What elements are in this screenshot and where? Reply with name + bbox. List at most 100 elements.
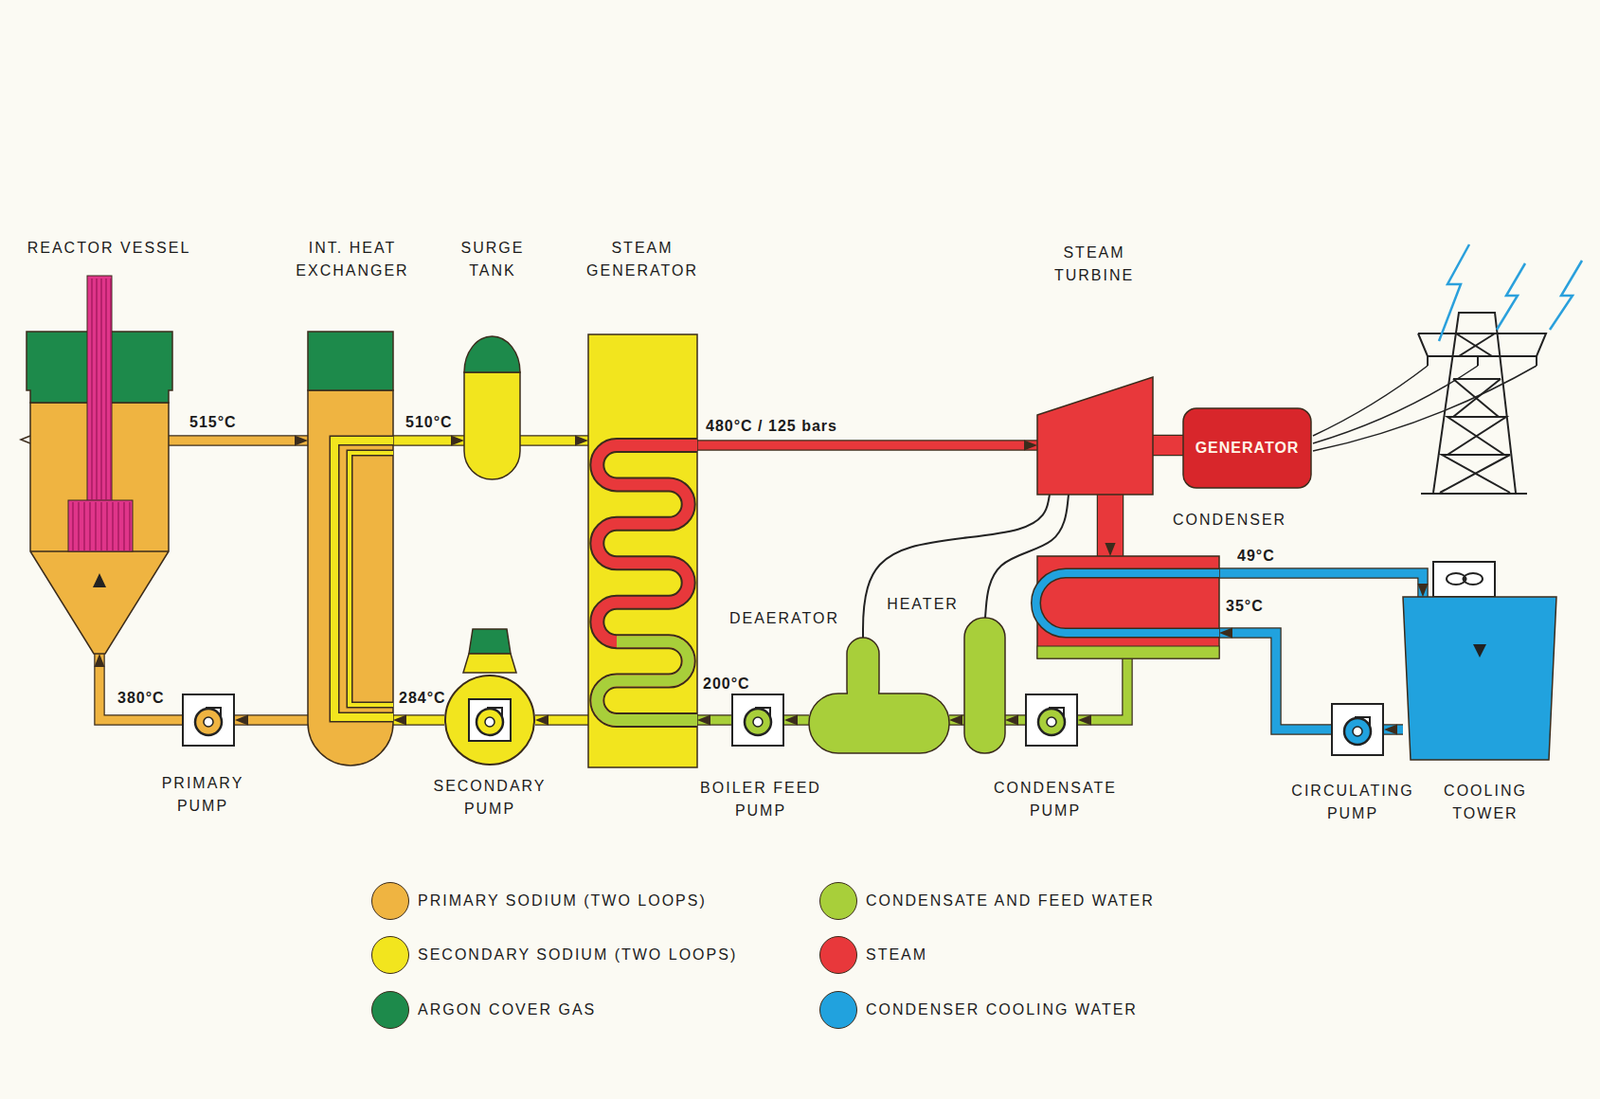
temperature-label: 515°C xyxy=(189,413,237,432)
pump-box xyxy=(1331,703,1384,756)
pipe-outline xyxy=(393,714,445,726)
pump-symbol: CONDENSATE PUMP xyxy=(1024,693,1079,747)
pump-casing xyxy=(1038,708,1065,736)
secondary-tube xyxy=(334,440,394,718)
pylon-legs xyxy=(1433,312,1516,493)
pump-eye xyxy=(1352,726,1363,737)
pump-symbol: CIRCULATING PUMP xyxy=(1330,702,1385,756)
heat-exchanger: INT. HEAT EXCHANGER xyxy=(307,331,394,766)
pipe xyxy=(1219,632,1331,730)
pylon-lattice xyxy=(1439,378,1511,493)
component-label: COOLING TOWER xyxy=(1432,779,1539,826)
pipe xyxy=(784,716,809,725)
control-rod xyxy=(87,275,112,504)
stripe xyxy=(123,502,125,551)
fan-hub xyxy=(1462,576,1468,582)
pipe xyxy=(393,716,445,725)
pipe-outline xyxy=(1152,434,1184,457)
sg-shell xyxy=(588,334,698,768)
pipe xyxy=(168,436,308,446)
pipe xyxy=(99,653,182,720)
cooling-fan xyxy=(1433,561,1495,597)
legend-swatch xyxy=(371,881,410,920)
pipe xyxy=(1384,725,1403,735)
ihx-shell xyxy=(307,390,394,766)
shape-outline xyxy=(1402,596,1557,760)
insulator xyxy=(1476,356,1479,366)
component-label: CONDENSATE PUMP xyxy=(981,776,1130,823)
component-label: CONDENSER xyxy=(1172,508,1287,532)
reactor-core xyxy=(68,500,133,552)
pipe-outline xyxy=(99,653,182,720)
pump-box xyxy=(468,699,511,741)
pipe-outline xyxy=(697,714,732,726)
pump-eye xyxy=(753,717,763,727)
pipe-outline xyxy=(784,714,809,726)
temperature-label: 49°C xyxy=(1237,546,1276,565)
dome-join xyxy=(847,689,879,698)
component-label: INT. HEAT EXCHANGER xyxy=(286,236,419,283)
legend-text: CONDENSATE AND FEED WATER xyxy=(865,891,1155,910)
argon-cover xyxy=(307,331,394,391)
shape-outline xyxy=(464,336,521,480)
stripe xyxy=(106,502,108,551)
power-line xyxy=(1312,365,1478,444)
shape-outline xyxy=(1330,702,1385,756)
pipe xyxy=(535,716,589,725)
stripe xyxy=(128,502,130,551)
shape-outline xyxy=(181,693,235,747)
ground-line xyxy=(1420,492,1528,495)
pump-box xyxy=(732,694,784,746)
lightning-bolt xyxy=(1549,260,1583,330)
steam-generator: STEAM GENERATOR xyxy=(588,334,698,768)
pipe-outline xyxy=(520,434,589,447)
temperature-label: 284°C xyxy=(398,688,447,707)
pump-casing xyxy=(195,708,222,736)
pump-eye xyxy=(203,717,214,727)
secondary-tube xyxy=(349,452,394,705)
lightning-bolt xyxy=(1438,244,1470,342)
pump-casing xyxy=(744,708,772,736)
shape-outline xyxy=(731,693,785,747)
insulator xyxy=(1426,356,1429,366)
component-label: SURGE TANK xyxy=(449,236,537,283)
shape-outline xyxy=(964,617,1006,754)
pump-casing xyxy=(445,675,535,765)
pump-casing xyxy=(1344,718,1371,745)
temperature-label: 35°C xyxy=(1225,596,1264,615)
turbine-casing xyxy=(1037,377,1153,495)
steam-turbine: STEAM TURBINE xyxy=(1037,377,1153,495)
stripe xyxy=(90,278,92,501)
stripe xyxy=(77,502,79,551)
pump-eye xyxy=(485,717,495,727)
legend-swatch xyxy=(819,990,858,1029)
pipe-outline xyxy=(535,714,589,726)
pipe xyxy=(1078,658,1128,720)
lightning-bolt xyxy=(1496,263,1526,330)
stripe xyxy=(109,278,111,501)
bleed-line xyxy=(862,494,1050,638)
component-label: CIRCULATING PUMP xyxy=(1278,779,1427,826)
pipe xyxy=(1152,435,1184,455)
pump-box xyxy=(182,694,234,746)
pipe-outline xyxy=(1096,494,1125,557)
pylon xyxy=(1418,312,1547,494)
stripe xyxy=(71,502,73,551)
fan-housing xyxy=(1433,561,1495,597)
lightning xyxy=(1438,244,1583,342)
cooling-tower: COOLING TOWER xyxy=(1402,596,1557,760)
stripe xyxy=(95,278,97,501)
condenser: CONDENSER xyxy=(1037,556,1220,659)
inlet-mark xyxy=(20,435,31,444)
pipe-outline xyxy=(949,714,965,726)
deaerator: DEAERATOR xyxy=(808,637,950,754)
shape-outline xyxy=(307,331,394,766)
stripe xyxy=(105,278,107,501)
feed-heater: HEATER xyxy=(964,617,1006,754)
pump-shaft-housing xyxy=(463,653,517,673)
power-lines xyxy=(1312,365,1537,451)
component-label: DEAERATOR xyxy=(729,607,840,630)
pipe-outline xyxy=(168,434,308,447)
pipe-outline xyxy=(697,439,1038,451)
